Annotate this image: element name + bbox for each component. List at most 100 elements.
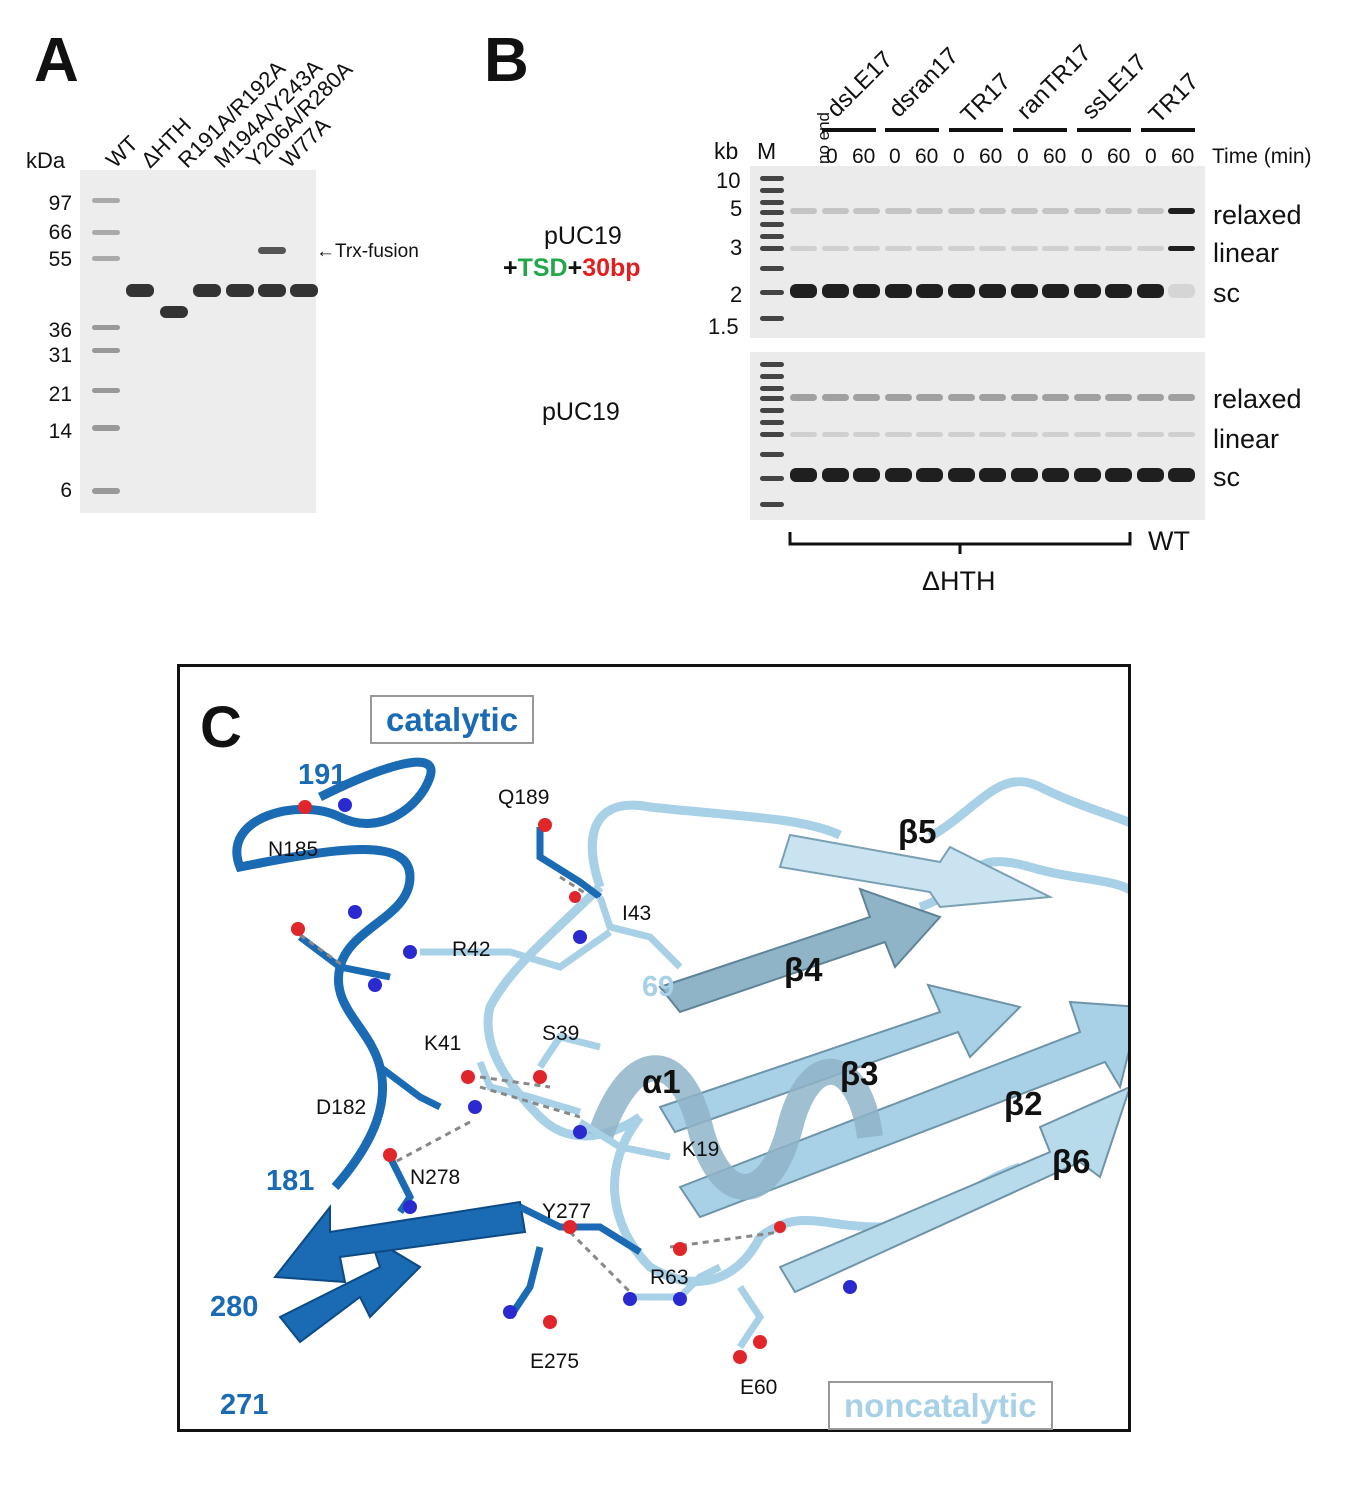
ladder-band — [760, 386, 784, 391]
n185-sidechain — [297, 934, 391, 981]
ladder-band — [92, 425, 120, 431]
dna-band — [916, 208, 943, 214]
ladder-band — [760, 432, 784, 437]
lane-label: WT — [101, 130, 143, 173]
dna-band — [979, 284, 1006, 298]
dna-band — [853, 284, 880, 298]
dna-band — [790, 208, 817, 214]
dna-band — [979, 394, 1006, 401]
time-point-label: 0 — [826, 145, 838, 168]
ladder-band — [92, 198, 120, 203]
q189-sidechain — [536, 827, 603, 900]
kb-label: kb — [714, 138, 739, 164]
residue-label: Q189 — [498, 786, 550, 809]
ladder-band — [760, 316, 784, 321]
alpha1-helix — [587, 1055, 883, 1200]
dna-band — [884, 468, 912, 482]
dna-band — [853, 432, 880, 437]
noncatalytic-loop — [587, 800, 842, 889]
residue-number-191: 191 — [298, 759, 347, 791]
ss-label-beta6: β6 — [1052, 1143, 1091, 1180]
group-bar — [949, 128, 1003, 132]
dna-band — [884, 432, 912, 437]
dna-band — [1042, 246, 1069, 251]
hydrogen-bonds — [299, 875, 781, 1294]
sds-page-gel — [80, 170, 318, 513]
residue-number-69: 69 — [642, 971, 675, 1003]
dna-band — [979, 208, 1006, 214]
dna-band — [853, 208, 880, 214]
residue-label: D182 — [316, 1096, 367, 1119]
panel-c-letter: C — [200, 695, 242, 760]
mw-marker: 31 — [48, 344, 72, 367]
time-point-label: 60 — [1107, 145, 1131, 168]
marker-lane-label: M — [757, 138, 777, 164]
ladder-band — [760, 266, 784, 271]
d182-sidechain — [377, 1064, 442, 1111]
dna-band — [1105, 468, 1132, 482]
ss-label-beta2: β2 — [1004, 1085, 1043, 1122]
dna-band — [947, 284, 975, 298]
dna-band — [916, 394, 943, 401]
band-label-relaxed: relaxed — [1213, 200, 1302, 230]
ladder-band — [760, 188, 784, 193]
residue-label: E60 — [740, 1376, 778, 1399]
bottom-condition-label: pUC19 — [542, 398, 620, 426]
dna-band — [1042, 394, 1069, 401]
ladder-band — [760, 420, 784, 425]
dna-band — [884, 284, 912, 298]
time-point-label: 0 — [1017, 145, 1029, 168]
dna-band — [1168, 208, 1195, 214]
dna-band — [1010, 284, 1038, 298]
band-label-sc: sc — [1213, 278, 1240, 308]
dna-band — [947, 246, 975, 251]
dna-band — [1042, 208, 1069, 214]
band-label-linear: linear — [1213, 238, 1280, 268]
dna-band — [1136, 394, 1164, 401]
ladder-band — [760, 222, 784, 227]
dna-band — [1168, 284, 1195, 298]
residue-number-271: 271 — [220, 1389, 269, 1421]
group-bar — [822, 128, 876, 132]
dna-band — [916, 284, 943, 298]
dna-band — [1073, 468, 1101, 482]
dna-band — [947, 394, 975, 401]
dna-band — [790, 468, 817, 482]
dna-band — [884, 394, 912, 401]
dna-band — [1136, 284, 1164, 298]
time-point-label: 60 — [915, 145, 939, 168]
dna-band — [1042, 468, 1069, 482]
dna-band — [1073, 246, 1101, 251]
dna-band — [790, 394, 817, 401]
dna-band — [1105, 432, 1132, 437]
dna-band — [916, 246, 943, 251]
dna-band — [916, 432, 943, 437]
time-point-label: 0 — [1081, 145, 1093, 168]
noncatalytic-loop — [927, 777, 1128, 841]
dna-band — [1042, 432, 1069, 437]
band-label-relaxed: relaxed — [1213, 384, 1302, 414]
dna-band — [1073, 432, 1101, 437]
mw-marker: 21 — [48, 383, 72, 406]
r42-sidechain — [420, 929, 613, 971]
catalytic-loop — [232, 757, 436, 1190]
protein-band — [160, 306, 188, 318]
protein-band — [258, 284, 286, 297]
top-condition-label: pUC19 — [544, 222, 622, 250]
dna-band — [1136, 468, 1164, 482]
ladder-band — [760, 234, 784, 239]
e275-sidechain — [507, 1246, 544, 1319]
dna-band — [1010, 246, 1038, 251]
beta5-strand — [778, 833, 1054, 909]
dna-band — [1042, 284, 1069, 298]
ladder-band — [760, 408, 784, 413]
residue-label: K41 — [424, 1032, 462, 1055]
trx-fusion-annotation: ←Trx-fusion — [316, 241, 419, 262]
size-marker: 2 — [730, 282, 743, 307]
dna-band — [979, 468, 1006, 482]
residue-number-280: 280 — [210, 1291, 259, 1323]
panel-a-letter: A — [34, 26, 79, 95]
noncatalytic-domain-label: noncatalytic — [828, 1381, 1053, 1430]
dna-band — [821, 246, 849, 251]
group-bar — [885, 128, 939, 132]
